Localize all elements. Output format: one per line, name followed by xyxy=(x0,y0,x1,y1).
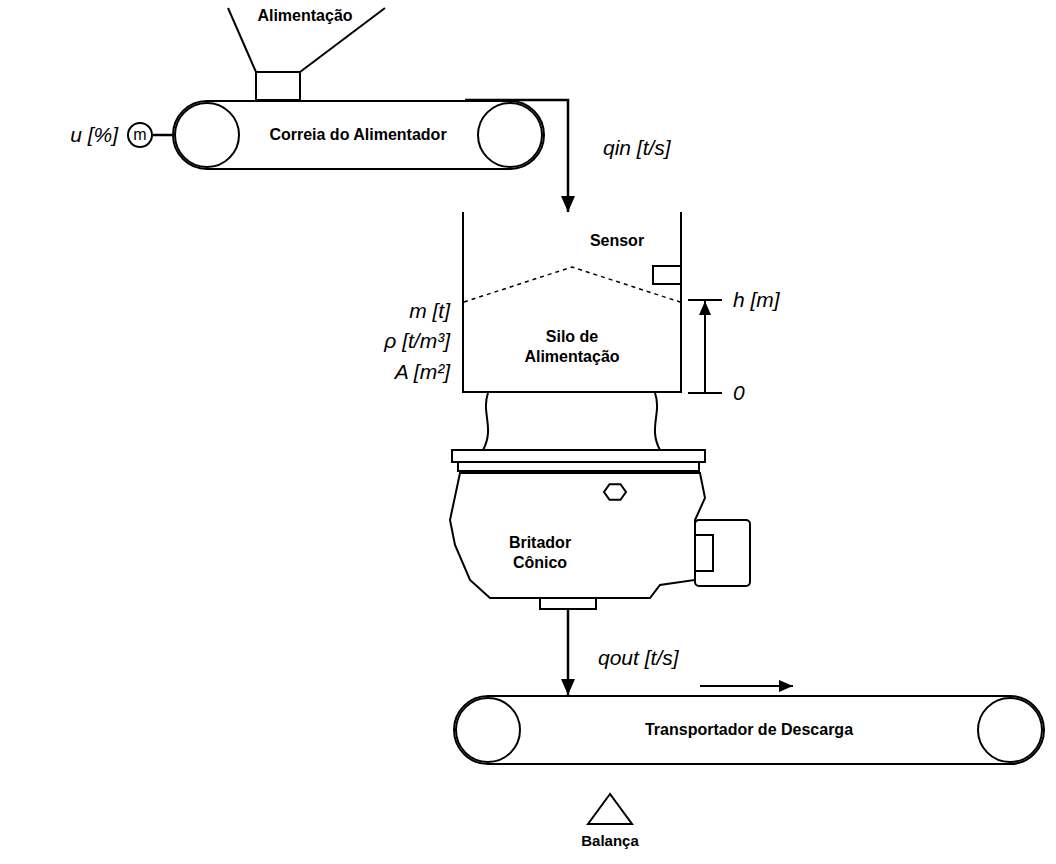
discharge-conveyor: Transportador de Descarga xyxy=(453,695,1045,765)
flow-connector xyxy=(153,134,172,137)
variable-label: u [%] xyxy=(70,122,118,147)
node-label: Transportador de Descarga xyxy=(645,720,853,740)
belt-scale: Balança xyxy=(570,790,650,856)
motor-symbol: m xyxy=(127,122,153,148)
node-label: Silo de Alimentação xyxy=(512,327,632,367)
level-sensor: Sensor xyxy=(652,265,682,285)
node-label: Britador Cônico xyxy=(495,533,585,573)
variable-label: 0 xyxy=(733,380,745,405)
flow-label: qout [t/s] xyxy=(598,645,679,670)
flow-connector xyxy=(567,610,570,695)
variable-label: ρ [t/m³] xyxy=(384,328,450,353)
flow-label: qin [t/s] xyxy=(603,135,671,160)
variable-label: h [m] xyxy=(733,287,780,312)
feeder-belt: Correia do Alimentador xyxy=(172,100,545,170)
node-label: Sensor xyxy=(590,231,644,251)
cone-crusher-outline xyxy=(445,393,755,610)
node-label: Alimentação xyxy=(257,6,352,26)
cone-crusher: Britador Cônico xyxy=(445,393,755,610)
node-label: m xyxy=(133,125,146,145)
level-sensor-outline xyxy=(652,265,682,285)
node-label: Correia do Alimentador xyxy=(269,125,446,145)
node-label: Balança xyxy=(581,832,639,851)
feed-silo: SensorSilo de Alimentação xyxy=(462,212,682,393)
direction-arrow xyxy=(700,685,793,687)
feed-silo-outline xyxy=(462,212,682,393)
variable-label: m [t] xyxy=(409,298,450,323)
feed-hopper: Alimentação xyxy=(215,2,395,100)
level-tick xyxy=(688,299,722,301)
level-arrow xyxy=(704,301,706,393)
variable-label: A [m²] xyxy=(395,359,450,384)
